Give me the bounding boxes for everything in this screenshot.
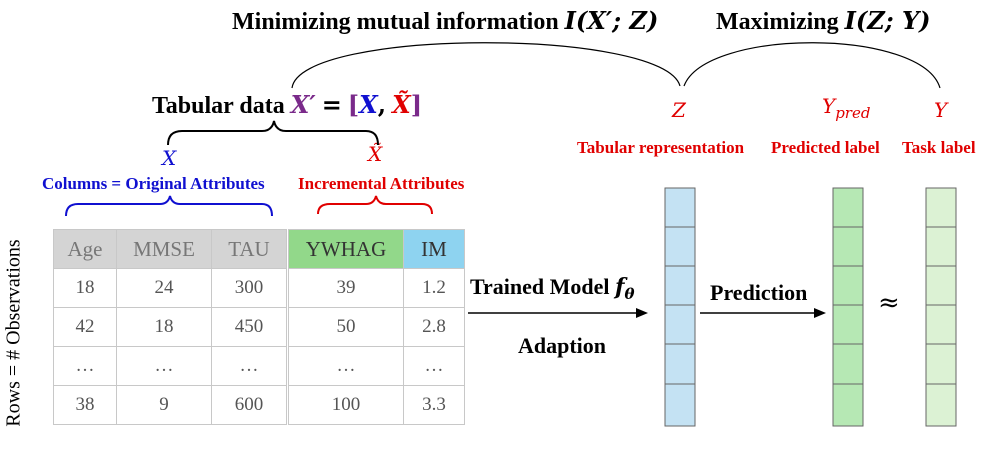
adaption-arrow-head [636, 308, 648, 318]
min-header-text: Minimizing mutual information [232, 9, 559, 35]
table-cell: 1.2 [403, 268, 465, 308]
original-brace [65, 195, 273, 217]
table-cell: … [53, 346, 117, 386]
adaption-label: Adaption [518, 333, 607, 358]
tabular-comma: , [377, 90, 387, 119]
table-cell: 38 [53, 385, 117, 425]
tabular-x: X [359, 90, 378, 119]
y-vector [925, 187, 957, 427]
table-cell: … [288, 346, 404, 386]
tabular-xprime: X′ [290, 90, 316, 119]
table-cell: … [116, 346, 212, 386]
task-label-label: Task label [902, 138, 976, 157]
trained-model-text: Trained Model [470, 274, 610, 299]
min-header: Minimizing mutual information I(X′; Z) [232, 6, 658, 36]
table-cell: 9 [116, 385, 212, 425]
table-row: 39 1.2 [288, 268, 465, 308]
ypred-symbol: Ypred [822, 94, 870, 122]
max-header-math: I(Z; Y) [844, 6, 931, 35]
table-cell: 18 [53, 268, 117, 308]
table-header-cell: Age [53, 229, 117, 269]
tabular-title-text: Tabular data [152, 93, 285, 119]
incremental-attributes-label: Incremental Attributes [298, 174, 465, 193]
tabular-rbr: ] [410, 90, 423, 119]
table-row: 100 3.3 [288, 385, 465, 425]
table-header-cell: TAU [211, 229, 287, 269]
table-row: 38 9 600 [53, 385, 287, 425]
predicted-label-label: Predicted label [771, 138, 880, 157]
z-vector [664, 187, 696, 427]
ypred-sub: pred [835, 104, 871, 122]
f-symbol: f [615, 274, 625, 300]
table-row: … … [288, 346, 465, 386]
table-cell: 42 [53, 307, 117, 347]
ypred-vector [832, 187, 864, 427]
table-cell: 18 [116, 307, 212, 347]
table-cell: 600 [211, 385, 287, 425]
tabular-lbr: [ [347, 90, 360, 119]
table-cell: 300 [211, 268, 287, 308]
table-cell: 39 [288, 268, 404, 308]
table-header-cell: IM [403, 229, 465, 269]
prediction-label: Prediction [710, 280, 808, 305]
rows-observations-text: Rows = # Observations [2, 239, 25, 427]
tabular-title: Tabular data X′ =[X,X̃] [152, 90, 422, 120]
original-attributes-label: Columns = Original Attributes [42, 174, 265, 193]
y-symbol: Y [934, 98, 948, 122]
table-header-cell: MMSE [116, 229, 212, 269]
table-row: 50 2.8 [288, 307, 465, 347]
table-cell: … [403, 346, 465, 386]
tabular-representation-label: Tabular representation [577, 138, 745, 157]
rows-observations-label: Rows = # Observations [2, 238, 26, 428]
table-row: 42 18 450 [53, 307, 287, 347]
table-row: 18 24 300 [53, 268, 287, 308]
original-attributes-table: Age MMSE TAU 18 24 300 42 18 450 … … … 3… [53, 229, 287, 425]
z-symbol: Z [672, 98, 686, 122]
min-header-math: I(X′; Z) [564, 6, 659, 35]
tabular-xtilde: X̃ [392, 90, 411, 119]
table-cell: 50 [288, 307, 404, 347]
table-cell: 100 [288, 385, 404, 425]
table-row: … … … [53, 346, 287, 386]
min-info-arc [291, 42, 681, 89]
ypred-base: Y [822, 94, 836, 118]
table-cell: 3.3 [403, 385, 465, 425]
approx-symbol: ≈ [878, 288, 900, 318]
xtilde-label: X̃ [368, 142, 383, 166]
max-header-text: Maximizing [716, 9, 839, 35]
table-header-cell: YWHAG [288, 229, 404, 269]
table-cell: 24 [116, 268, 212, 308]
table-cell: 450 [211, 307, 287, 347]
prediction-arrow-head [814, 308, 826, 318]
table-cell: … [211, 346, 287, 386]
incremental-brace [317, 195, 433, 215]
max-header: Maximizing I(Z; Y) [716, 6, 930, 36]
incremental-attributes-table: YWHAG IM 39 1.2 50 2.8 … … 100 3.3 [288, 229, 465, 425]
theta-symbol: θ [624, 285, 635, 303]
tabular-eq: = [321, 90, 342, 119]
max-info-arc [683, 42, 941, 89]
f-theta: fθ [615, 274, 635, 303]
table-cell: 2.8 [403, 307, 465, 347]
tabular-brace [167, 120, 379, 146]
x-label: X [162, 146, 177, 170]
trained-model-label: Trained Model fθ [470, 274, 635, 303]
